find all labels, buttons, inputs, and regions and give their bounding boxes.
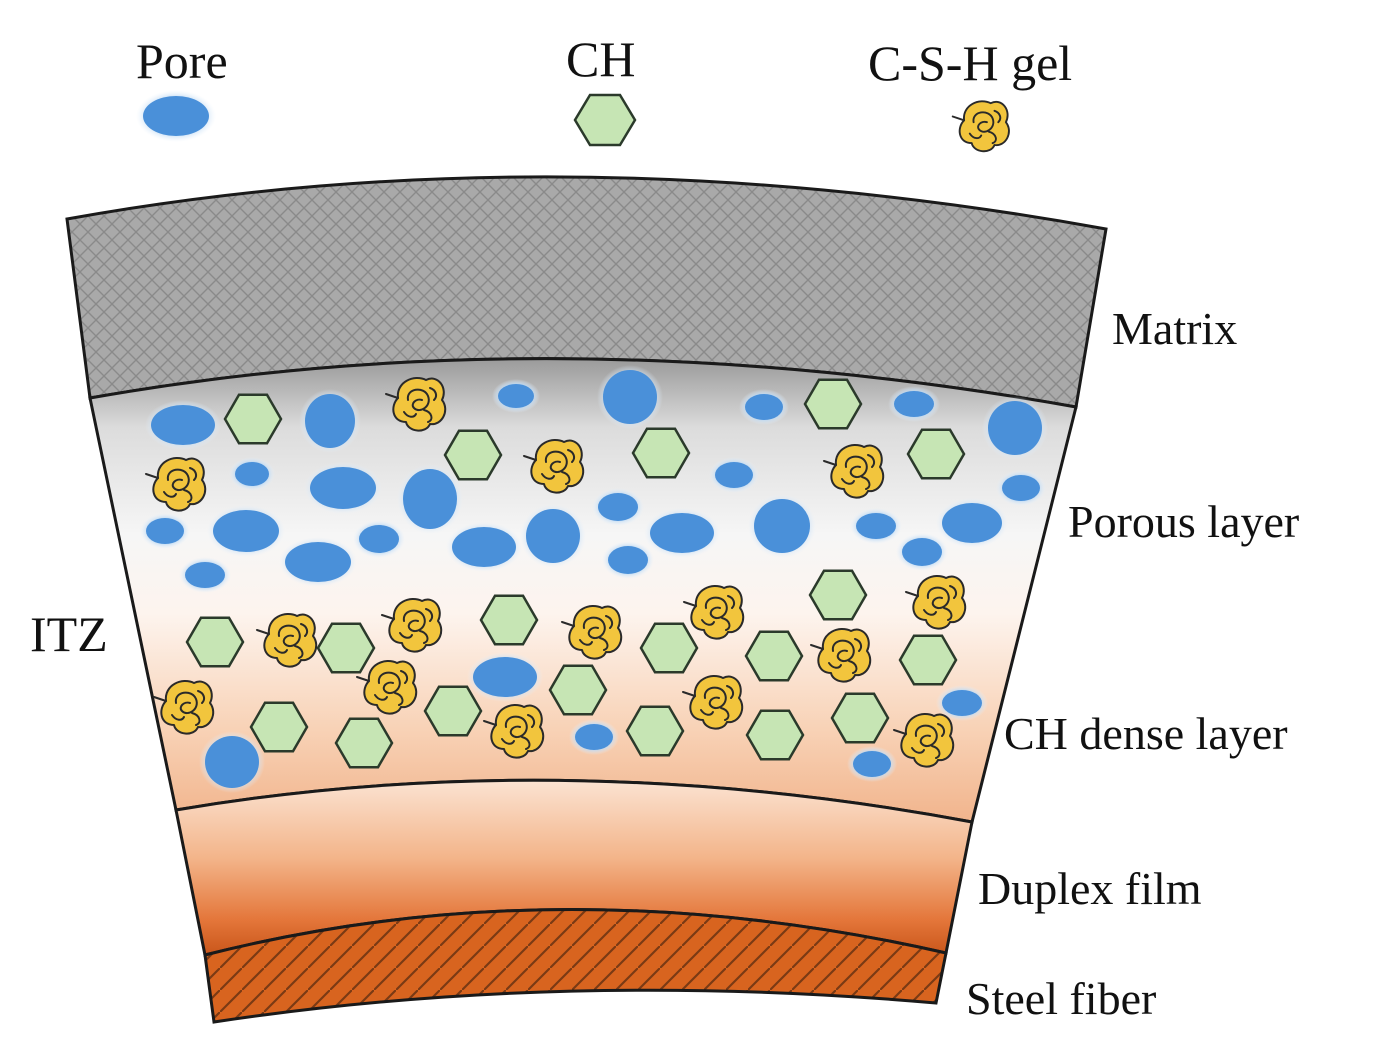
pore-icon — [856, 513, 896, 539]
csh-gel-icon — [385, 377, 447, 432]
csh-gel-icon — [256, 613, 318, 668]
porous-layer-label: Porous layer — [1068, 496, 1299, 547]
ch-hexagon-icon — [830, 692, 890, 744]
csh-gel-icon — [683, 585, 745, 640]
ch-hexagon-icon — [479, 594, 539, 646]
legend: Pore CH C-S-H gel — [136, 31, 1072, 153]
pore-icon — [715, 462, 753, 488]
steel-fiber-layer — [203, 908, 948, 1024]
pore-icon — [745, 394, 783, 420]
pore-icon — [754, 499, 810, 553]
pore-icon — [608, 546, 648, 574]
ch-hexagon-icon — [906, 428, 966, 480]
ch-hexagon-icon — [185, 616, 245, 668]
ch-hexagon-icon — [625, 705, 685, 757]
csh-gel-icon — [893, 713, 955, 768]
legend-ch-label: CH — [566, 31, 635, 87]
itz-label: ITZ — [30, 606, 108, 662]
pore-icon — [285, 542, 351, 582]
csh-gel-icon — [145, 457, 207, 512]
pore-icon — [942, 503, 1002, 543]
matrix-label: Matrix — [1112, 303, 1237, 354]
pore-icon — [310, 467, 376, 509]
csh-gel-icon — [810, 628, 872, 683]
ch-hexagon-icon — [316, 622, 376, 674]
pore-icon — [146, 518, 184, 544]
pore-icon — [598, 493, 638, 521]
ch-hexagon-icon — [334, 717, 394, 769]
csh-gel-group — [145, 377, 967, 768]
ch-hexagon-icon — [423, 685, 483, 737]
pore-icon — [205, 736, 259, 788]
ch-hexagon-icon — [744, 630, 804, 682]
csh-gel-icon — [356, 660, 418, 715]
pore-group — [140, 365, 1048, 793]
pore-icon — [988, 401, 1042, 455]
ch-hexagon-icon — [443, 429, 503, 481]
pore-icon — [1002, 475, 1040, 501]
csh-gel-icon — [381, 598, 443, 653]
csh-gel-icon — [823, 444, 885, 499]
csh-gel-icon — [483, 704, 545, 759]
ch-dense-layer-label: CH dense layer — [1004, 708, 1288, 759]
pore-icon — [359, 525, 399, 553]
csh-gel-legend-icon — [951, 100, 1010, 153]
pore-icon — [403, 469, 457, 529]
pore-icon — [853, 751, 891, 777]
steel-fiber-label: Steel fiber — [966, 973, 1156, 1024]
csh-gel-icon — [561, 605, 623, 660]
csh-gel-icon — [682, 675, 744, 730]
pore-icon — [151, 405, 215, 445]
csh-gel-icon — [153, 680, 215, 735]
pore-icon — [498, 384, 534, 408]
ch-hexagon-icon — [745, 709, 805, 761]
pore-icon — [894, 391, 934, 417]
ch-hexagon-icon — [639, 622, 699, 674]
pore-icon — [452, 527, 516, 567]
pore-icon — [473, 657, 537, 697]
csh-gel-icon — [523, 439, 585, 494]
pore-icon — [185, 562, 225, 588]
pore-icon — [575, 724, 613, 750]
pore-icon — [603, 370, 657, 424]
csh-gel-icon — [905, 575, 967, 630]
ch-hexagon-icon — [223, 393, 283, 445]
ch-hexagon-icon — [803, 378, 863, 430]
ch-hexagon-icon — [631, 427, 691, 479]
pore-icon — [305, 394, 355, 448]
pore-legend-icon — [136, 90, 216, 142]
duplex-film-label: Duplex film — [978, 863, 1202, 914]
pore-icon — [213, 510, 279, 552]
pore-icon — [650, 513, 714, 553]
ch-crystal-group — [185, 378, 966, 769]
ch-hexagon-icon — [808, 569, 868, 621]
pore-icon — [235, 462, 269, 486]
legend-gel-label: C-S-H gel — [868, 35, 1072, 91]
ch-hexagon-icon — [548, 664, 608, 716]
ch-hexagon-icon — [898, 634, 958, 686]
legend-pore-label: Pore — [136, 33, 228, 89]
pore-icon — [942, 690, 982, 716]
ch-hexagon-icon — [249, 701, 309, 753]
csh-gel-icon — [951, 100, 1010, 153]
pore-icon — [902, 538, 942, 566]
pore-icon — [526, 509, 580, 563]
ch-hexagon-legend-icon — [573, 93, 637, 147]
